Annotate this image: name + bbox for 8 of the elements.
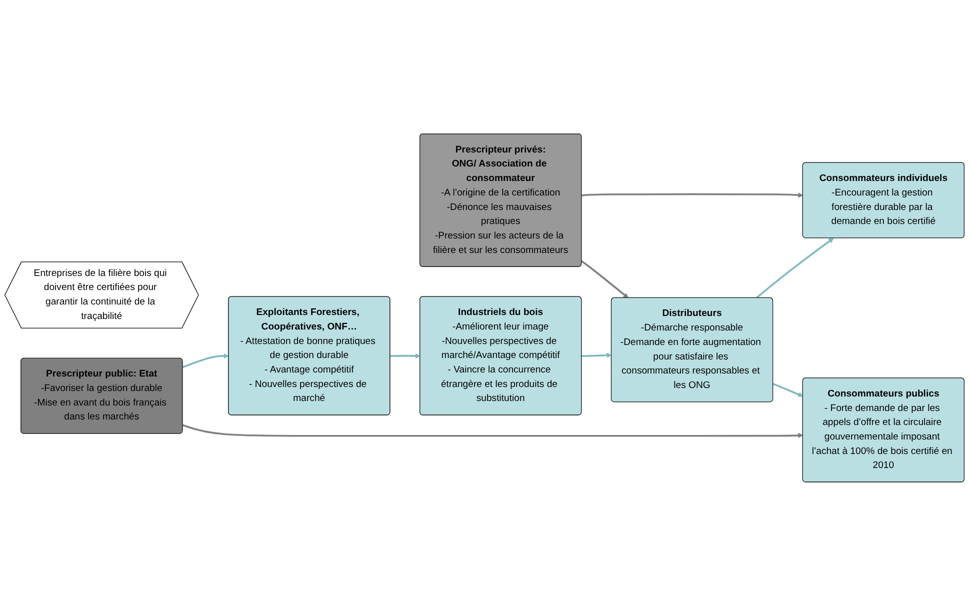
- arrow: [182, 352, 229, 368]
- arrow: [390, 352, 420, 358]
- arrow: [581, 260, 628, 298]
- arrow: [772, 382, 804, 397]
- arrow: [582, 192, 804, 198]
- arrow: [582, 352, 612, 358]
- arrow: [756, 238, 834, 298]
- arrow: [182, 424, 804, 438]
